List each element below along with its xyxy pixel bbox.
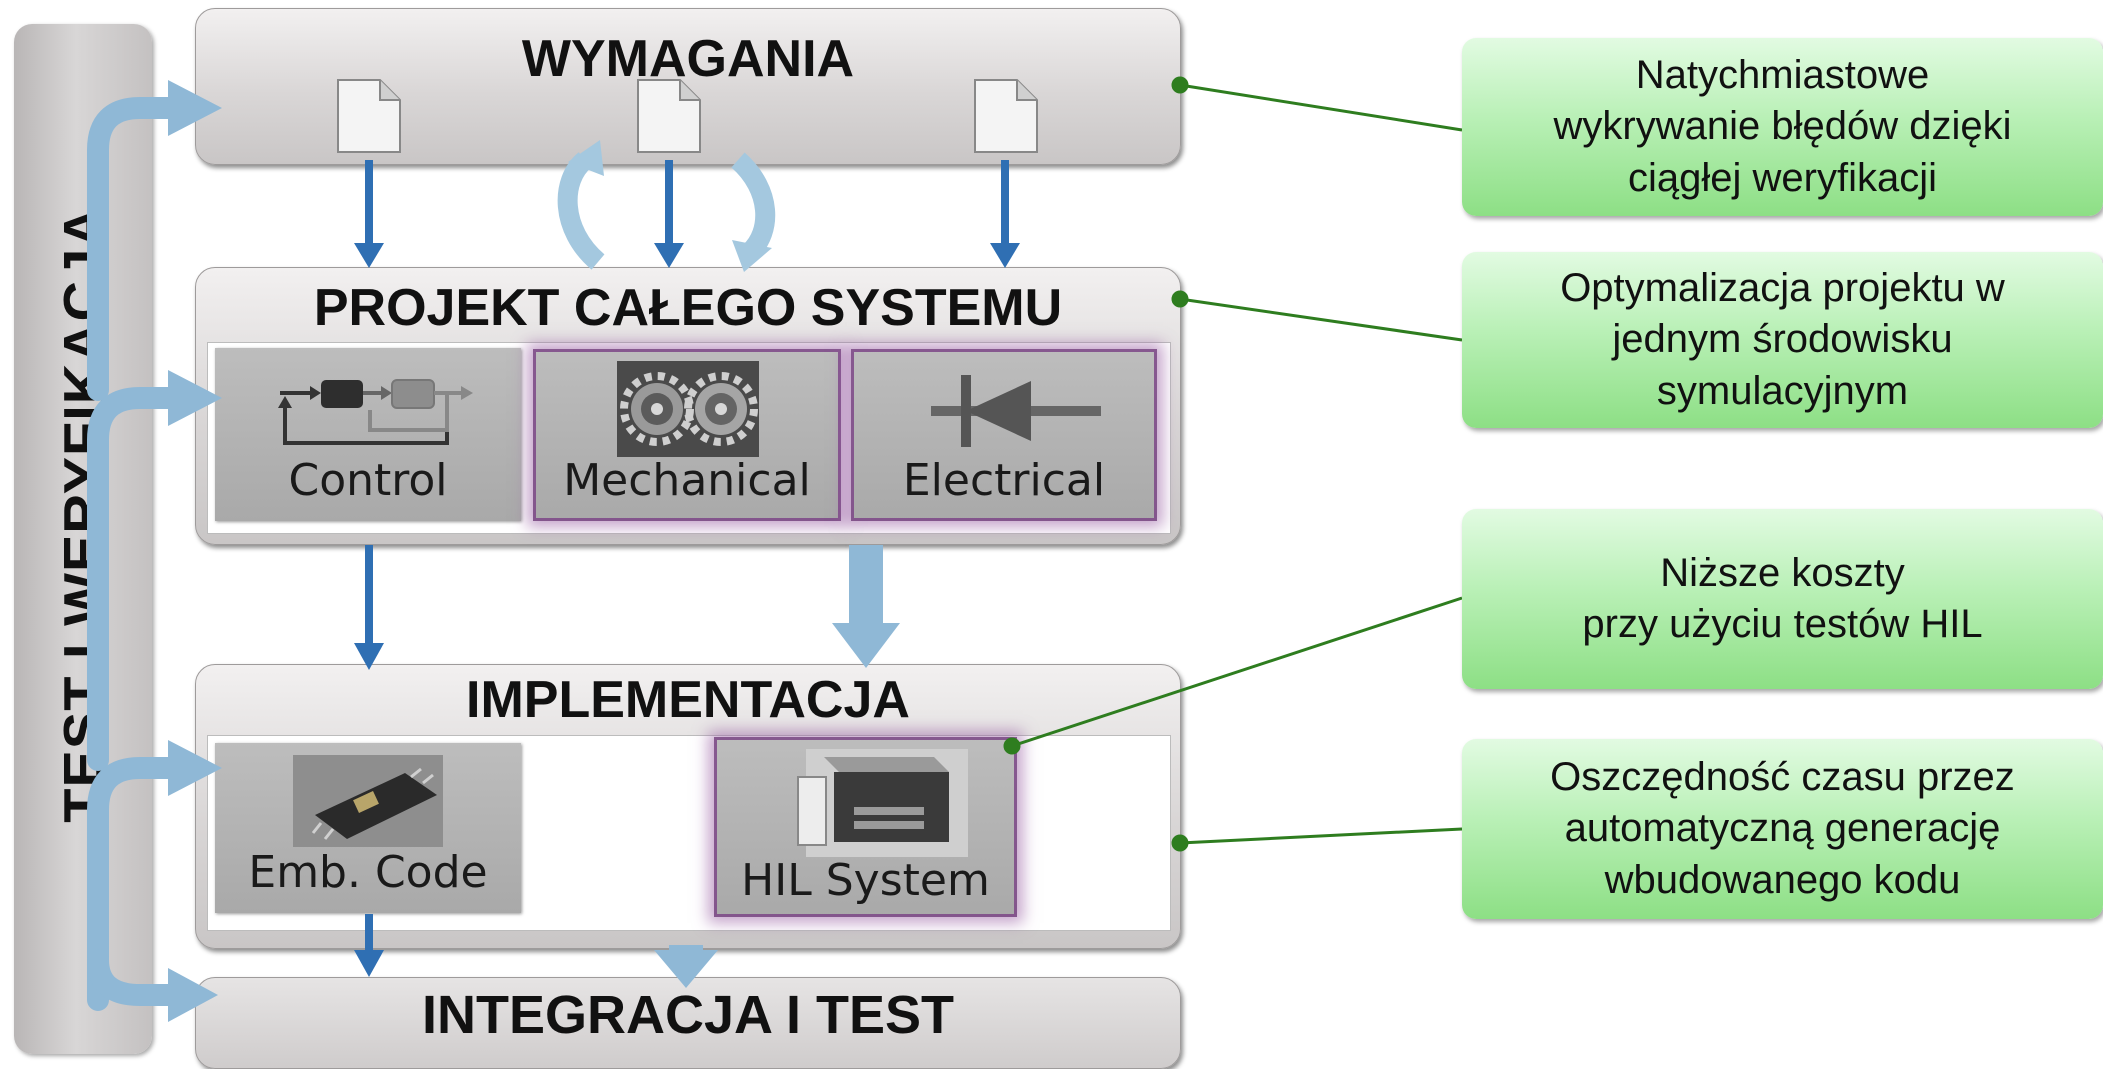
callout-connector xyxy=(1179,827,1463,845)
electrical-tile: Electrical xyxy=(851,349,1157,521)
verification-arrow-head xyxy=(168,370,222,426)
system-design-title: PROJEKT CAŁEGO SYSTEMU xyxy=(313,279,1063,337)
flow-arrow-head xyxy=(354,643,384,670)
wide-flow-arrow xyxy=(654,945,718,988)
control-loop-icon xyxy=(278,379,473,445)
requirement-document-icon xyxy=(974,79,1038,153)
callout-connector xyxy=(1179,297,1463,342)
verification-arrow xyxy=(87,757,183,1011)
mechanical-tile: Mechanical xyxy=(533,349,841,521)
verification-arrow-head xyxy=(168,968,218,1022)
callout-design-optimization: Optymalizacja projektu w jednym środowis… xyxy=(1462,252,2103,428)
feedback-arrow-left xyxy=(557,140,605,270)
control-tile: Control xyxy=(215,348,521,521)
gears-icon xyxy=(617,361,759,457)
connector-dot xyxy=(1003,737,1021,755)
test-verification-bar xyxy=(14,24,152,1054)
flow-arrow-head xyxy=(354,243,384,268)
chip-icon xyxy=(293,755,443,847)
verification-arrow-head xyxy=(168,80,222,136)
hil-hardware-icon xyxy=(797,749,968,857)
verification-arrow xyxy=(87,97,183,401)
callout-text: Optymalizacja projektu w jednym środowis… xyxy=(1560,266,2005,413)
verification-arrow xyxy=(87,949,183,1006)
callout-connector xyxy=(1179,83,1463,132)
verification-arrow-head xyxy=(168,740,222,796)
callout-connector xyxy=(1011,596,1463,748)
requirement-document-icon xyxy=(337,79,401,153)
flow-arrow-head xyxy=(990,243,1020,268)
callout-text: Niższe koszty przy użyciu testów HIL xyxy=(1582,550,1983,646)
embedded-code-tile: Emb. Code xyxy=(215,743,521,913)
electrical-label: Electrical xyxy=(902,455,1106,506)
verification-arrow xyxy=(87,387,183,771)
integration-title: INTEGRACJA I TEST xyxy=(421,985,955,1045)
hil-system-label: HIL System xyxy=(741,855,990,906)
callout-code-generation: Oszczędność czasu przez automatyczną gen… xyxy=(1462,739,2103,919)
callout-text: Natychmiastowe wykrywanie błędów dzięki … xyxy=(1553,53,2012,200)
wide-flow-arrow xyxy=(832,545,900,668)
connector-dot xyxy=(1171,76,1189,94)
mechanical-label: Mechanical xyxy=(563,455,811,506)
feedback-arrow-right xyxy=(731,152,776,272)
callout-text: Oszczędność czasu przez automatyczną gen… xyxy=(1550,755,2015,902)
requirements-title: WYMAGANIA xyxy=(521,30,855,88)
embedded-code-label: Emb. Code xyxy=(248,847,488,898)
callout-hil-costs: Niższe koszty przy użyciu testów HIL xyxy=(1462,509,2103,689)
hil-system-tile: HIL System xyxy=(714,737,1017,917)
flow-arrow-head xyxy=(654,243,684,268)
diode-icon xyxy=(931,375,1101,447)
requirement-document-icon xyxy=(637,79,701,153)
implementation-title: IMPLEMENTACJA xyxy=(466,671,910,729)
control-label: Control xyxy=(288,455,448,506)
diagram-overlay xyxy=(87,76,1463,1022)
connector-dot xyxy=(1171,290,1189,308)
callout-continuous-verification: Natychmiastowe wykrywanie błędów dzięki … xyxy=(1462,38,2103,216)
connector-dot xyxy=(1171,834,1189,852)
flow-arrow-head xyxy=(354,950,384,977)
